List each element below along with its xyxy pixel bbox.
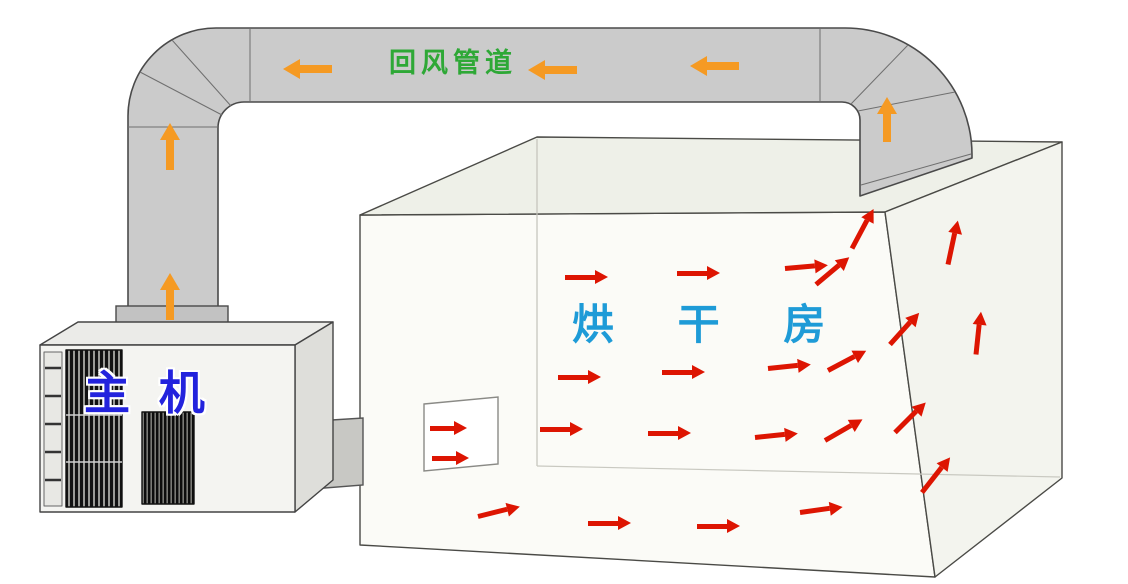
drying-room-box — [359, 136, 1063, 578]
red-flow-arrow — [477, 506, 508, 519]
drying-room-hidden-edge-bottom — [536, 465, 1061, 478]
return-air-duct — [115, 27, 973, 324]
main-unit-machine — [39, 321, 334, 513]
red-flow-arrow — [648, 430, 678, 436]
red-flow-arrow — [430, 425, 454, 431]
red-flow-arrow — [784, 262, 816, 271]
orange-flow-arrow — [300, 65, 332, 73]
orange-flow-arrow — [883, 114, 891, 142]
machine-side-panel-slats — [45, 366, 61, 482]
main-unit-label: 主 机 — [84, 367, 213, 419]
machine-side-control-panel — [43, 351, 63, 507]
red-flow-arrow — [432, 455, 456, 461]
red-flow-arrow — [799, 505, 831, 515]
red-flow-arrow — [540, 426, 570, 432]
machine-intake-grille — [65, 349, 123, 508]
return-duct-label: 回风管道 — [389, 48, 517, 78]
orange-flow-arrow — [707, 62, 739, 70]
machine-fan-grille — [141, 411, 195, 505]
red-flow-arrow — [973, 323, 982, 355]
red-flow-arrow — [662, 369, 692, 375]
red-flow-arrow — [558, 374, 588, 380]
drying-room-right-wall — [884, 141, 1063, 578]
red-flow-arrow — [588, 520, 618, 526]
red-flow-arrow — [920, 465, 944, 494]
return-air-duct-body — [127, 27, 973, 323]
red-flow-arrow — [888, 320, 912, 346]
red-flow-arrow — [697, 523, 727, 529]
red-flow-arrow — [767, 362, 799, 371]
orange-flow-arrow — [166, 140, 174, 170]
red-flow-arrow — [754, 431, 786, 440]
drying-room-label: 烘 干 房 — [572, 301, 852, 348]
red-flow-arrow — [826, 353, 856, 373]
red-flow-arrow — [849, 218, 870, 250]
red-flow-arrow — [893, 409, 918, 434]
red-flow-arrow — [823, 422, 853, 443]
orange-flow-arrow — [166, 290, 174, 320]
red-flow-arrow — [945, 232, 958, 265]
red-flow-arrow — [565, 274, 595, 280]
red-flow-arrow — [677, 270, 707, 276]
